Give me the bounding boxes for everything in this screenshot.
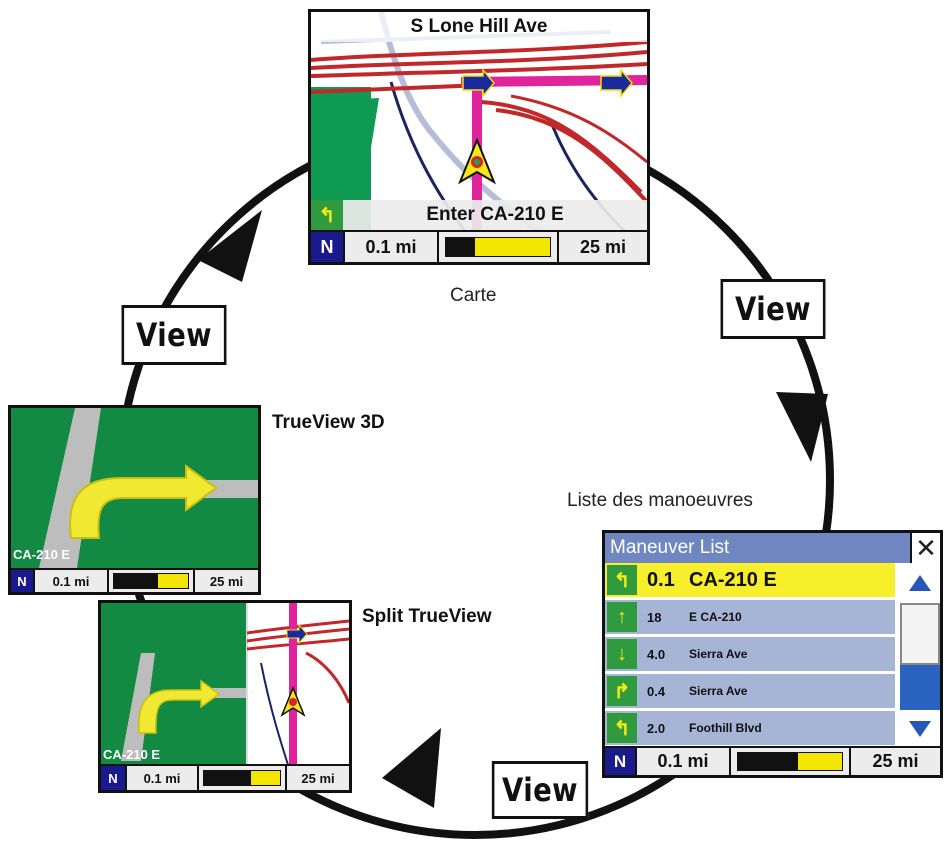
maneuver-distance: 0.4 [647, 683, 666, 699]
triangle-down-icon [909, 721, 931, 737]
cycle-arrowhead-left [198, 210, 262, 282]
maneuver-distance: 4.0 [647, 646, 666, 662]
carte-maneuver-banner: Enter CA-210 E [343, 200, 647, 230]
north-indicator[interactable]: N [101, 766, 125, 790]
scroll-up-button[interactable] [900, 563, 940, 603]
maneuver-distance: 0.1 [647, 568, 675, 591]
turn-left-arrow-icon: ↰ [607, 713, 637, 743]
distance-readout: 25 mi [557, 232, 647, 262]
trueview-3d-status-bar: N 0.1 mi 25 mi [11, 568, 258, 592]
split-trueview-scene [101, 603, 349, 790]
maneuver-road: CA-210 E [689, 568, 777, 591]
exit-right-arrow-icon: ↓ [607, 639, 637, 669]
maneuver-distance: 2.0 [647, 720, 666, 736]
maneuver-row[interactable]: ↑ 18 E CA-210 [605, 600, 895, 637]
maneuver-list-caption: Liste des manoeuvres [567, 490, 753, 511]
scale-readout: 0.1 mi [635, 748, 729, 775]
distance-readout: 25 mi [849, 748, 940, 775]
split-trueview-status-bar: N 0.1 mi 25 mi [101, 764, 349, 790]
view-button-to-split-trueview[interactable]: View [491, 761, 589, 819]
trueview-3d-caption: TrueView 3D [272, 412, 385, 433]
split-trueview-road-label: CA-210 E [103, 747, 161, 762]
scroll-down-button[interactable] [900, 710, 940, 748]
trueview-3d-scene [11, 408, 258, 592]
split-trueview-screen[interactable]: CA-210 E N 0.1 mi 25 mi [98, 600, 352, 793]
route-progress-meter [197, 766, 285, 790]
scale-readout: 0.1 mi [343, 232, 437, 262]
turn-right-arrow-icon: ↱ [607, 676, 637, 706]
split-trueview-caption: Split TrueView [362, 606, 492, 627]
route-progress-meter [107, 570, 193, 592]
north-indicator[interactable]: N [605, 748, 635, 775]
triangle-up-icon [909, 575, 931, 591]
maneuver-list-screen[interactable]: Maneuver List ✕ ↰ 0.1 CA-210 E ↑ 18 E CA… [602, 530, 943, 778]
merge-left-arrow-icon: ↰ [311, 200, 343, 230]
scale-readout: 0.1 mi [125, 766, 197, 790]
maneuver-list-status-bar: N 0.1 mi 25 mi [605, 746, 940, 775]
route-progress-meter [437, 232, 557, 262]
maneuver-road: E CA-210 [689, 610, 742, 624]
distance-readout: 25 mi [193, 570, 258, 592]
maneuver-row[interactable]: ↓ 4.0 Sierra Ave [605, 637, 895, 674]
maneuver-road: Sierra Ave [689, 647, 748, 661]
maneuver-row[interactable]: ↰ 0.1 CA-210 E [605, 563, 895, 600]
maneuver-row[interactable]: ↱ 0.4 Sierra Ave [605, 674, 895, 711]
carte-screen[interactable]: S Lone Hill Ave ↰ Enter CA-210 E N 0.1 m… [308, 9, 650, 265]
cycle-arrowhead-bottom [382, 728, 441, 808]
carte-street-label: S Lone Hill Ave [311, 12, 647, 42]
view-button-to-carte[interactable]: View [121, 305, 227, 365]
trueview-3d-screen[interactable]: CA-210 E N 0.1 mi 25 mi [8, 405, 261, 595]
carte-caption: Carte [450, 285, 497, 306]
scroll-thumb[interactable] [900, 665, 940, 710]
route-progress-meter [729, 748, 849, 775]
distance-readout: 25 mi [285, 766, 349, 790]
maneuver-distance: 18 [647, 609, 662, 625]
north-indicator[interactable]: N [11, 570, 33, 592]
maneuver-row[interactable]: ↰ 2.0 Foothill Blvd [605, 711, 895, 748]
north-indicator[interactable]: N [311, 232, 343, 262]
merge-left-arrow-icon: ↰ [607, 565, 637, 595]
maneuver-road: Sierra Ave [689, 684, 748, 698]
scale-readout: 0.1 mi [33, 570, 107, 592]
trueview-3d-road-label: CA-210 E [13, 547, 71, 562]
view-button-to-maneuver-list[interactable]: View [720, 279, 826, 339]
close-icon[interactable]: ✕ [910, 533, 940, 563]
cycle-arrowhead-right [776, 392, 828, 462]
scroll-track[interactable] [900, 603, 940, 665]
carte-status-bar: N 0.1 mi 25 mi [311, 230, 647, 262]
maneuver-road: Foothill Blvd [689, 721, 762, 735]
maneuver-list-title: Maneuver List [605, 533, 940, 563]
straight-arrow-icon: ↑ [607, 602, 637, 632]
